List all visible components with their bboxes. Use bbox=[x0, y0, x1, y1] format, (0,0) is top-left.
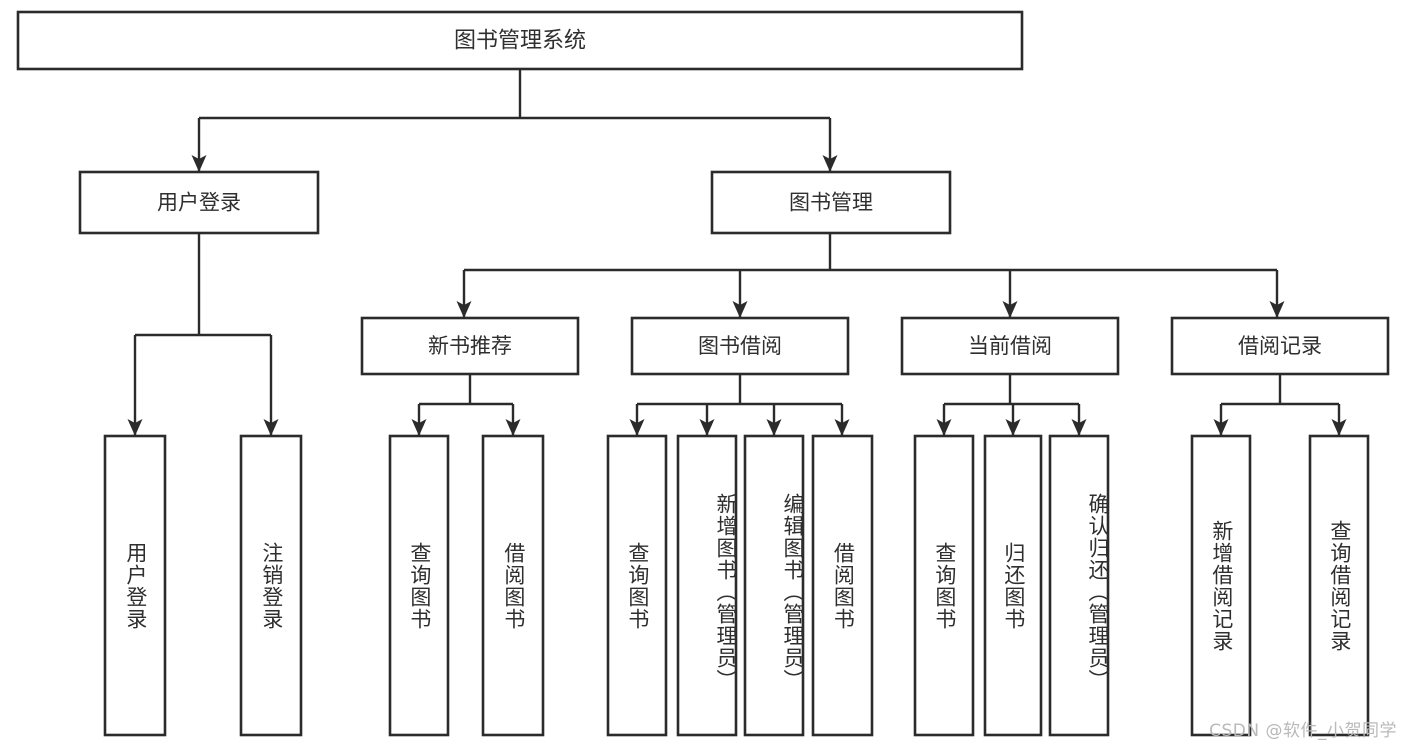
arrow-head-icon bbox=[1005, 419, 1021, 436]
level2-label-图书管理: 图书管理 bbox=[789, 191, 873, 215]
arrow-head-icon bbox=[411, 419, 427, 436]
arrow-head-icon bbox=[263, 419, 279, 436]
connector-user-login-to-leaves bbox=[127, 233, 279, 436]
arrow-head-icon bbox=[822, 155, 838, 172]
arrow-head-icon bbox=[766, 419, 782, 436]
leaf-box-借阅图书[interactable] bbox=[481, 434, 545, 737]
level3-box-图书借阅[interactable] bbox=[630, 316, 850, 376]
connector-borrow-record-to-leaves bbox=[1213, 374, 1347, 436]
connector-current-borrow-to-leaves bbox=[936, 374, 1087, 436]
arrow-head-icon bbox=[191, 155, 207, 172]
arrow-head-icon bbox=[505, 419, 521, 436]
leaf-box-新增借阅记录[interactable] bbox=[1190, 434, 1252, 737]
leaf-box-注销登录[interactable] bbox=[239, 434, 303, 737]
level3-label-借阅记录: 借阅记录 bbox=[1238, 334, 1322, 358]
connectors-layer bbox=[127, 69, 1347, 436]
connector-book-manage-to-level3 bbox=[456, 233, 1285, 318]
level2-label-用户登录: 用户登录 bbox=[157, 191, 241, 215]
arrow-head-icon bbox=[1002, 301, 1018, 318]
leaf-box-借阅图书[interactable] bbox=[811, 434, 874, 737]
watermark-text: CSDN @软件_小贺同学 bbox=[1209, 721, 1397, 741]
connector-root-to-level2 bbox=[191, 69, 838, 172]
leaf-box-查询图书[interactable] bbox=[606, 434, 668, 737]
leaf-box-查询图书[interactable] bbox=[388, 434, 450, 737]
root-label-图书管理系统: 图书管理系统 bbox=[454, 29, 586, 54]
leaf-box-归还图书[interactable] bbox=[983, 434, 1043, 737]
arrow-head-icon bbox=[1213, 419, 1229, 436]
leaf-box-确认归还管理员[interactable] bbox=[1048, 434, 1110, 737]
level3-label-新书推荐: 新书推荐 bbox=[428, 334, 512, 358]
connector-borrow-to-leaves bbox=[629, 374, 850, 436]
arrow-head-icon bbox=[629, 419, 645, 436]
arrow-head-icon bbox=[936, 419, 952, 436]
level3-label-图书借阅: 图书借阅 bbox=[698, 334, 782, 358]
level2-box-图书管理[interactable] bbox=[710, 170, 952, 235]
arrow-head-icon bbox=[1269, 301, 1285, 318]
arrow-head-icon bbox=[834, 419, 850, 436]
level3-box-新书推荐[interactable] bbox=[360, 316, 580, 376]
leaf-box-查询图书[interactable] bbox=[913, 434, 975, 737]
arrow-head-icon bbox=[127, 419, 143, 436]
level3-box-当前借阅[interactable] bbox=[900, 316, 1120, 376]
level3-box-借阅记录[interactable] bbox=[1170, 316, 1390, 376]
arrow-head-icon bbox=[1071, 419, 1087, 436]
connector-new-book-to-leaves bbox=[411, 374, 521, 436]
root-box-图书管理系统[interactable] bbox=[16, 10, 1024, 71]
level2-box-用户登录[interactable] bbox=[78, 170, 320, 235]
arrow-head-icon bbox=[456, 301, 472, 318]
leaf-box-新增图书管理员[interactable] bbox=[676, 434, 738, 737]
leaf-box-用户登录[interactable] bbox=[103, 434, 167, 737]
leaf-box-编辑图书管理员[interactable] bbox=[743, 434, 805, 737]
leaf-box-查询借阅记录[interactable] bbox=[1308, 434, 1370, 737]
level3-label-当前借阅: 当前借阅 bbox=[968, 334, 1052, 358]
arrow-head-icon bbox=[1331, 419, 1347, 436]
arrow-head-icon bbox=[732, 301, 748, 318]
arrow-head-icon bbox=[699, 419, 715, 436]
boxes-layer bbox=[16, 10, 1390, 737]
